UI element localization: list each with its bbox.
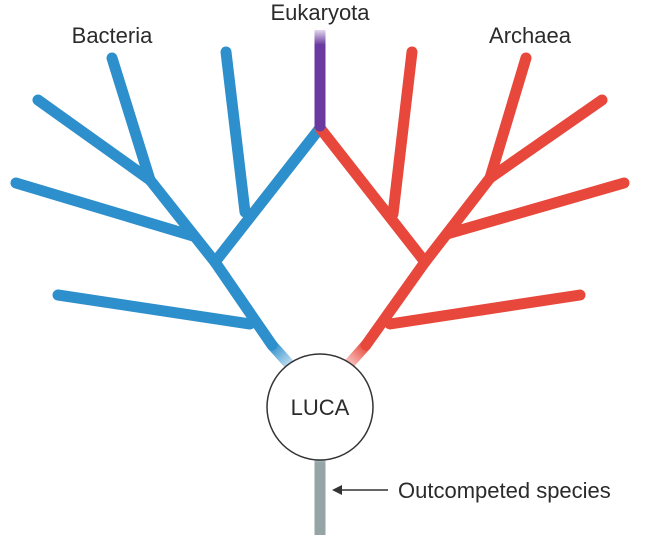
bacteria-trunk-upper (209, 122, 326, 268)
archaea-branch-c (387, 46, 418, 220)
archaea-trunk-upper (314, 122, 431, 268)
archaea-label: Archaea (489, 23, 572, 48)
archaea-branch-a1 (484, 52, 532, 184)
bacteria-branch-d (52, 289, 256, 330)
eukaryota-junction (314, 120, 326, 132)
outcompeted-arrow (332, 485, 388, 495)
bacteria-branch-a1 (106, 52, 156, 186)
archaea-branch-a (419, 172, 496, 268)
bacteria-branch-b (10, 177, 199, 242)
archaea-branch-b (441, 177, 630, 240)
luca-circle (266, 353, 374, 461)
archaea-branch-a2 (484, 94, 608, 184)
bacteria-trunk-lower (209, 256, 278, 351)
bacteria-branch-c (220, 46, 251, 218)
bacteria-branch-a2 (32, 94, 156, 186)
archaea-branch-d (384, 289, 586, 330)
bacteria-label: Bacteria (72, 23, 153, 48)
bacteria-branch-a (144, 174, 221, 268)
luca-label: LUCA (291, 395, 350, 420)
eukaryota-label: Eukaryota (270, 0, 370, 25)
archaea-branches (314, 46, 630, 351)
archaea-trunk-lower (360, 256, 431, 351)
bacteria-branches (10, 46, 326, 351)
outcompeted-label: Outcompeted species (398, 478, 611, 503)
